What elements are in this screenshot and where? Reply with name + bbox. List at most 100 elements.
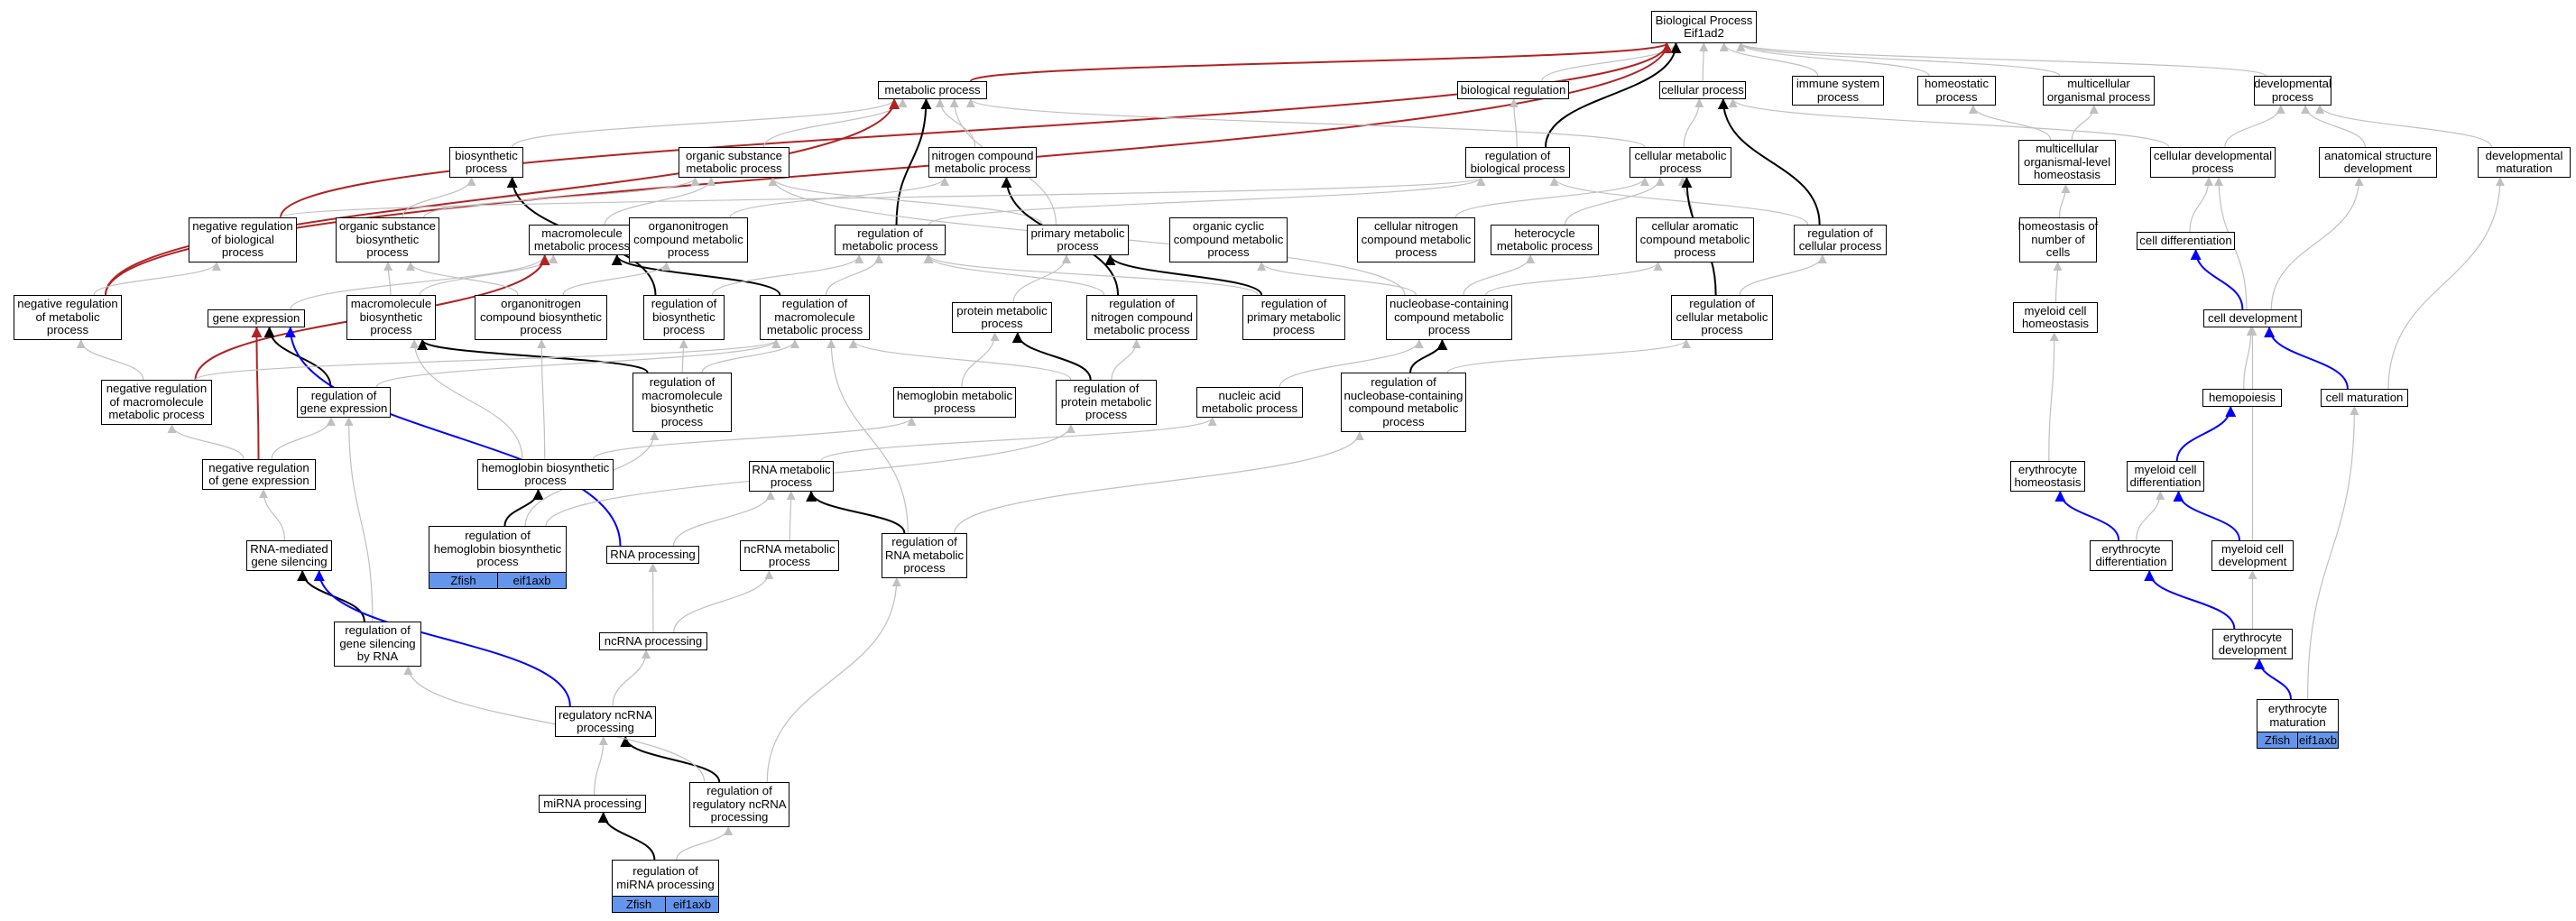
go-term-rna-processing[interactable]: RNA processing <box>606 546 699 564</box>
term-label-line: compound metabolic <box>1639 232 1750 246</box>
gene-cell[interactable]: eif1axb <box>498 572 567 589</box>
term-label-line: process <box>476 555 519 569</box>
gray-edge <box>825 254 883 296</box>
go-term-cell-maturation[interactable]: cell maturation <box>2321 389 2408 407</box>
gray-edge <box>1446 339 1691 373</box>
gene-cell[interactable]: eif1axb <box>2298 732 2339 749</box>
gray-edge <box>1736 42 2267 77</box>
gray-edge <box>954 431 1364 534</box>
gene-cell[interactable]: eif1axb <box>666 896 719 913</box>
go-term-metabolic-process[interactable]: metabolic process <box>878 81 987 99</box>
term-label-line: developmental <box>2485 148 2563 162</box>
term-label-line: metabolic process <box>884 82 981 97</box>
term-label-line: regulation of <box>857 226 923 240</box>
go-term-hemopoiesis[interactable]: hemopoiesis <box>2202 389 2282 407</box>
go-term-gene-expression[interactable]: gene expression <box>208 309 305 327</box>
go-term-cellular-process[interactable]: cellular process <box>1659 81 1746 99</box>
go-term-cell-differentiation[interactable]: cell differentiation <box>2137 232 2235 250</box>
red-edge <box>105 98 900 296</box>
gray-edge <box>2058 184 2071 218</box>
term-label-line: process <box>768 555 811 568</box>
go-term-ncrna-processing[interactable]: ncRNA processing <box>599 632 707 650</box>
term-label-line: organonitrogen <box>501 297 581 311</box>
term-label-line: development <box>2343 161 2413 175</box>
gray-edge <box>592 417 917 460</box>
black-edge <box>1011 332 1092 381</box>
go-term-biological-regulation[interactable]: biological regulation <box>1457 81 1569 99</box>
gray-edge <box>2224 105 2285 148</box>
term-label-line: cell maturation <box>2325 390 2404 404</box>
term-label-line: ncRNA metabolic <box>743 541 836 556</box>
species-cell[interactable]: Zfish <box>429 572 498 589</box>
go-term-cell-development[interactable]: cell development <box>2203 309 2302 327</box>
gray-edge <box>594 736 608 796</box>
term-label-line: process <box>660 414 704 428</box>
species-cell[interactable]: Zfish <box>2257 732 2298 749</box>
go-term-mirna-processing[interactable]: miRNA processing <box>539 795 646 813</box>
species-cell[interactable]: Zfish <box>612 896 666 913</box>
term-label-line: organic substance <box>338 219 437 234</box>
